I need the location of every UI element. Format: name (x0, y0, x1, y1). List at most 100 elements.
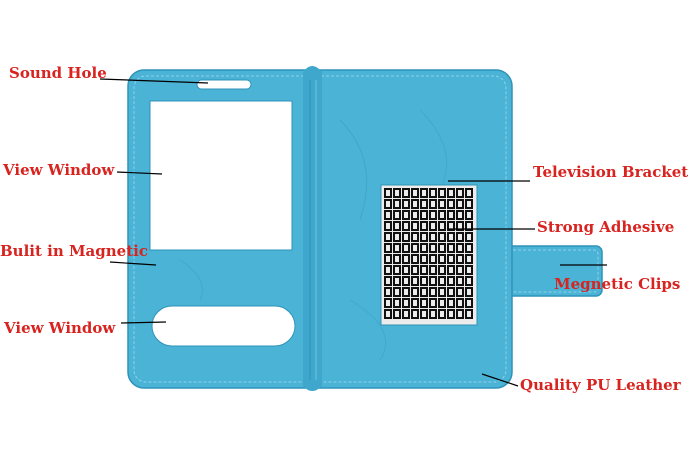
adhesive-cell (384, 265, 392, 275)
adhesive-cell (411, 199, 419, 209)
adhesive-cell (420, 265, 428, 275)
adhesive-cell (456, 210, 464, 220)
adhesive-cell (438, 298, 446, 308)
adhesive-cell (438, 199, 446, 209)
adhesive-cell (393, 199, 401, 209)
adhesive-cell (402, 199, 410, 209)
adhesive-grid (384, 188, 473, 319)
adhesive-cell (465, 287, 473, 297)
adhesive-cell (456, 298, 464, 308)
adhesive-cell (402, 188, 410, 198)
adhesive-cell (420, 188, 428, 198)
label-magnetic-clips: Megnetic Clips (554, 275, 681, 293)
adhesive-cell (456, 199, 464, 209)
adhesive-cell (465, 276, 473, 286)
adhesive-cell (447, 232, 455, 242)
adhesive-cell (393, 287, 401, 297)
adhesive-cell (456, 188, 464, 198)
adhesive-cell (393, 265, 401, 275)
adhesive-cell (393, 298, 401, 308)
adhesive-cell (456, 221, 464, 231)
adhesive-cell (429, 221, 437, 231)
sound-hole (196, 79, 252, 90)
adhesive-cell (384, 276, 392, 286)
label-television-bracket: Television Bracket (533, 163, 689, 181)
adhesive-cell (393, 309, 401, 319)
adhesive-cell (393, 254, 401, 264)
adhesive-cell (465, 243, 473, 253)
adhesive-cell (411, 265, 419, 275)
adhesive-cell (456, 287, 464, 297)
adhesive-cell (393, 210, 401, 220)
adhesive-cell (384, 309, 392, 319)
adhesive-cell (447, 221, 455, 231)
adhesive-cell (438, 265, 446, 275)
adhesive-cell (402, 309, 410, 319)
adhesive-cell (393, 232, 401, 242)
adhesive-cell (411, 243, 419, 253)
adhesive-cell (429, 276, 437, 286)
adhesive-cell (447, 276, 455, 286)
adhesive-cell (447, 199, 455, 209)
adhesive-cell (456, 243, 464, 253)
adhesive-cell (429, 265, 437, 275)
adhesive-cell (384, 287, 392, 297)
adhesive-cell (465, 254, 473, 264)
adhesive-cell (384, 243, 392, 253)
view-window-top (149, 100, 293, 251)
adhesive-cell (456, 232, 464, 242)
adhesive-cell (447, 254, 455, 264)
adhesive-cell (429, 188, 437, 198)
adhesive-cell (384, 210, 392, 220)
adhesive-cell (447, 243, 455, 253)
adhesive-cell (384, 221, 392, 231)
adhesive-cell (411, 221, 419, 231)
adhesive-cell (429, 254, 437, 264)
adhesive-cell (420, 309, 428, 319)
adhesive-cell (429, 232, 437, 242)
adhesive-cell (411, 287, 419, 297)
case-spine (303, 66, 322, 391)
adhesive-cell (429, 287, 437, 297)
adhesive-cell (438, 221, 446, 231)
adhesive-cell (393, 188, 401, 198)
adhesive-cell (456, 309, 464, 319)
adhesive-cell (393, 276, 401, 286)
adhesive-cell (438, 254, 446, 264)
adhesive-cell (465, 188, 473, 198)
adhesive-cell (429, 210, 437, 220)
adhesive-cell (438, 188, 446, 198)
adhesive-cell (402, 276, 410, 286)
adhesive-cell (384, 298, 392, 308)
adhesive-cell (402, 243, 410, 253)
adhesive-cell (465, 199, 473, 209)
adhesive-cell (411, 232, 419, 242)
adhesive-cell (384, 188, 392, 198)
adhesive-cell (456, 254, 464, 264)
adhesive-cell (393, 243, 401, 253)
adhesive-cell (420, 298, 428, 308)
adhesive-cell (420, 287, 428, 297)
adhesive-cell (465, 265, 473, 275)
view-window-bottom (151, 305, 296, 347)
adhesive-cell (402, 298, 410, 308)
adhesive-cell (402, 221, 410, 231)
label-pu-leather: Quality PU Leather (520, 376, 681, 394)
adhesive-cell (411, 210, 419, 220)
adhesive-cell (465, 232, 473, 242)
label-built-in-magnetic: Bulit in Magnetic (0, 242, 148, 260)
adhesive-cell (420, 232, 428, 242)
label-sound-hole: Sound Hole (9, 64, 107, 82)
adhesive-cell (420, 254, 428, 264)
adhesive-cell (465, 210, 473, 220)
adhesive-cell (456, 276, 464, 286)
adhesive-cell (429, 243, 437, 253)
adhesive-cell (465, 309, 473, 319)
adhesive-cell (429, 309, 437, 319)
adhesive-cell (420, 210, 428, 220)
adhesive-cell (429, 298, 437, 308)
label-view-window-bottom: View Window (4, 319, 116, 337)
adhesive-cell (384, 199, 392, 209)
adhesive-cell (402, 265, 410, 275)
adhesive-cell (438, 309, 446, 319)
